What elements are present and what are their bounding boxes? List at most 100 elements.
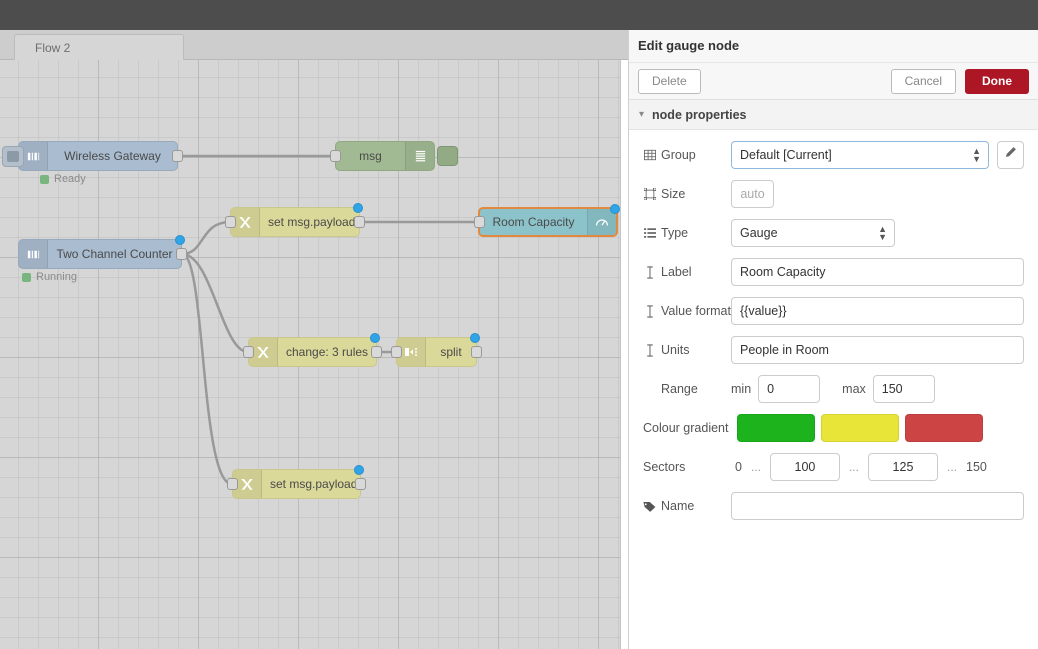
status-dot-icon (22, 272, 31, 282)
node-change-3-rules[interactable]: change: 3 rules (243, 333, 382, 367)
node-changed-badge (354, 465, 364, 475)
node-output-port[interactable] (355, 478, 366, 490)
node-set-msg-payload-bottom[interactable]: set msg.payload (227, 465, 366, 499)
range-min-input[interactable]: 0 (758, 375, 821, 403)
flow-canvas[interactable]: Wireless Gateway Ready Two Channel Count… (0, 60, 620, 649)
units-label-text: Units (661, 343, 690, 357)
node-output-port[interactable] (176, 248, 187, 260)
units-label: Units (643, 343, 731, 357)
sectors-end-value: 150 (966, 460, 987, 474)
type-value: Gauge (740, 226, 778, 240)
list-icon (643, 227, 656, 239)
label-label: Label (643, 265, 731, 279)
node-changed-badge (610, 204, 620, 214)
units-input[interactable]: People in Room (731, 336, 1024, 364)
node-label: msg (359, 149, 382, 163)
colour-swatch-green[interactable] (737, 414, 815, 442)
tag-icon (643, 500, 656, 513)
field-row-type: Type Gauge ▲▼ (643, 219, 1024, 247)
node-label: set msg.payload (268, 215, 356, 229)
app-header-bar (0, 0, 1038, 30)
flow-tab-bar: Flow 2 (0, 30, 628, 61)
node-status-text: Ready (54, 173, 86, 185)
node-input-port[interactable] (225, 216, 236, 228)
size-input[interactable]: auto (731, 180, 774, 208)
value-format-label-text: Value format (661, 304, 731, 318)
field-row-size: Size auto (643, 180, 1024, 208)
node-room-capacity[interactable]: Room Capacity (474, 204, 620, 237)
node-output-port[interactable] (354, 216, 365, 228)
select-arrows-icon: ▲▼ (878, 224, 887, 242)
cancel-button[interactable]: Cancel (890, 68, 956, 94)
sectors-label: Sectors (643, 460, 731, 474)
label-input[interactable]: Room Capacity (731, 258, 1024, 286)
text-cursor-icon (643, 304, 656, 318)
text-cursor-icon (643, 265, 656, 279)
node-status-wireless-gateway: Ready (40, 173, 86, 185)
node-label: Wireless Gateway (64, 149, 161, 163)
text-cursor-icon (643, 343, 656, 357)
node-output-port[interactable] (172, 150, 183, 162)
node-properties-section-header[interactable]: ▾ node properties (629, 100, 1038, 130)
node-label: Room Capacity (492, 215, 575, 229)
group-select[interactable]: Default [Current] ▲▼ (731, 141, 989, 169)
node-input-port[interactable] (474, 216, 485, 228)
flow-workspace: Flow 2 (0, 30, 628, 649)
sectors-sep-1: ... (750, 460, 761, 474)
sectors-stop2-input[interactable]: 125 (867, 453, 938, 481)
node-input-port[interactable] (227, 478, 238, 490)
sectors-sep-2: ... (848, 460, 859, 474)
node-changed-badge (370, 333, 380, 343)
colour-swatch-yellow[interactable] (821, 414, 899, 442)
node-output-port[interactable] (371, 346, 382, 358)
object-group-icon (643, 188, 656, 200)
node-set-msg-payload-top[interactable]: set msg.payload (225, 203, 365, 237)
range-label-text: Range (661, 382, 698, 396)
colour-swatch-red[interactable] (905, 414, 983, 442)
node-split[interactable]: split (391, 333, 482, 367)
colour-gradient-label: Colour gradient (643, 421, 733, 435)
canvas-scrollbar[interactable] (620, 60, 628, 649)
range-max-input[interactable]: 150 (872, 375, 935, 403)
split-icon (397, 338, 426, 366)
field-row-units: Units People in Room (643, 336, 1024, 364)
type-select[interactable]: Gauge ▲▼ (731, 219, 895, 247)
node-properties-form: Group Default [Current] ▲▼ (629, 130, 1038, 520)
node-input-port[interactable] (243, 346, 254, 358)
done-button[interactable]: Done (965, 68, 1029, 94)
node-wireless-gateway[interactable]: Wireless Gateway (2, 141, 183, 171)
sectors-label-text: Sectors (643, 460, 686, 474)
field-row-name: Name (643, 492, 1024, 520)
value-format-input[interactable]: {{value}} (731, 297, 1024, 325)
size-label: Size (643, 187, 731, 201)
node-debug-msg[interactable]: msg (330, 141, 458, 171)
node-input-port[interactable] (330, 150, 341, 162)
debug-toggle-button[interactable] (437, 146, 458, 166)
node-inject-button[interactable] (2, 146, 24, 167)
section-header-label: node properties (652, 107, 747, 122)
node-label: Two Channel Counter (56, 247, 173, 261)
node-input-port[interactable] (391, 346, 402, 358)
name-input[interactable] (731, 492, 1024, 520)
sectors-stop1-input[interactable]: 100 (769, 453, 840, 481)
node-two-channel-counter[interactable]: Two Channel Counter (18, 235, 187, 269)
colour-gradient-label-text: Colour gradient (643, 421, 729, 435)
edit-group-button[interactable] (997, 141, 1024, 169)
type-label: Type (643, 226, 731, 240)
flow-tab-flow2[interactable]: Flow 2 (14, 34, 184, 61)
status-dot-icon (40, 174, 49, 184)
gauge-icon (587, 209, 616, 235)
size-label-text: Size (661, 187, 686, 201)
delete-button[interactable]: Delete (638, 68, 701, 94)
edit-node-panel: Edit gauge node Delete Cancel Done ▾ nod… (628, 30, 1038, 649)
field-row-sectors: Sectors 0 ... 100 ... 125 ... 150 (643, 453, 1024, 481)
range-max-label: max (842, 382, 866, 396)
node-output-port[interactable] (471, 346, 482, 358)
sectors-start-value: 0 (735, 460, 742, 474)
node-label: split (440, 345, 462, 359)
node-changed-badge (470, 333, 480, 343)
change-icon (249, 338, 278, 366)
table-icon (643, 149, 656, 161)
field-row-group: Group Default [Current] ▲▼ (643, 141, 1024, 169)
